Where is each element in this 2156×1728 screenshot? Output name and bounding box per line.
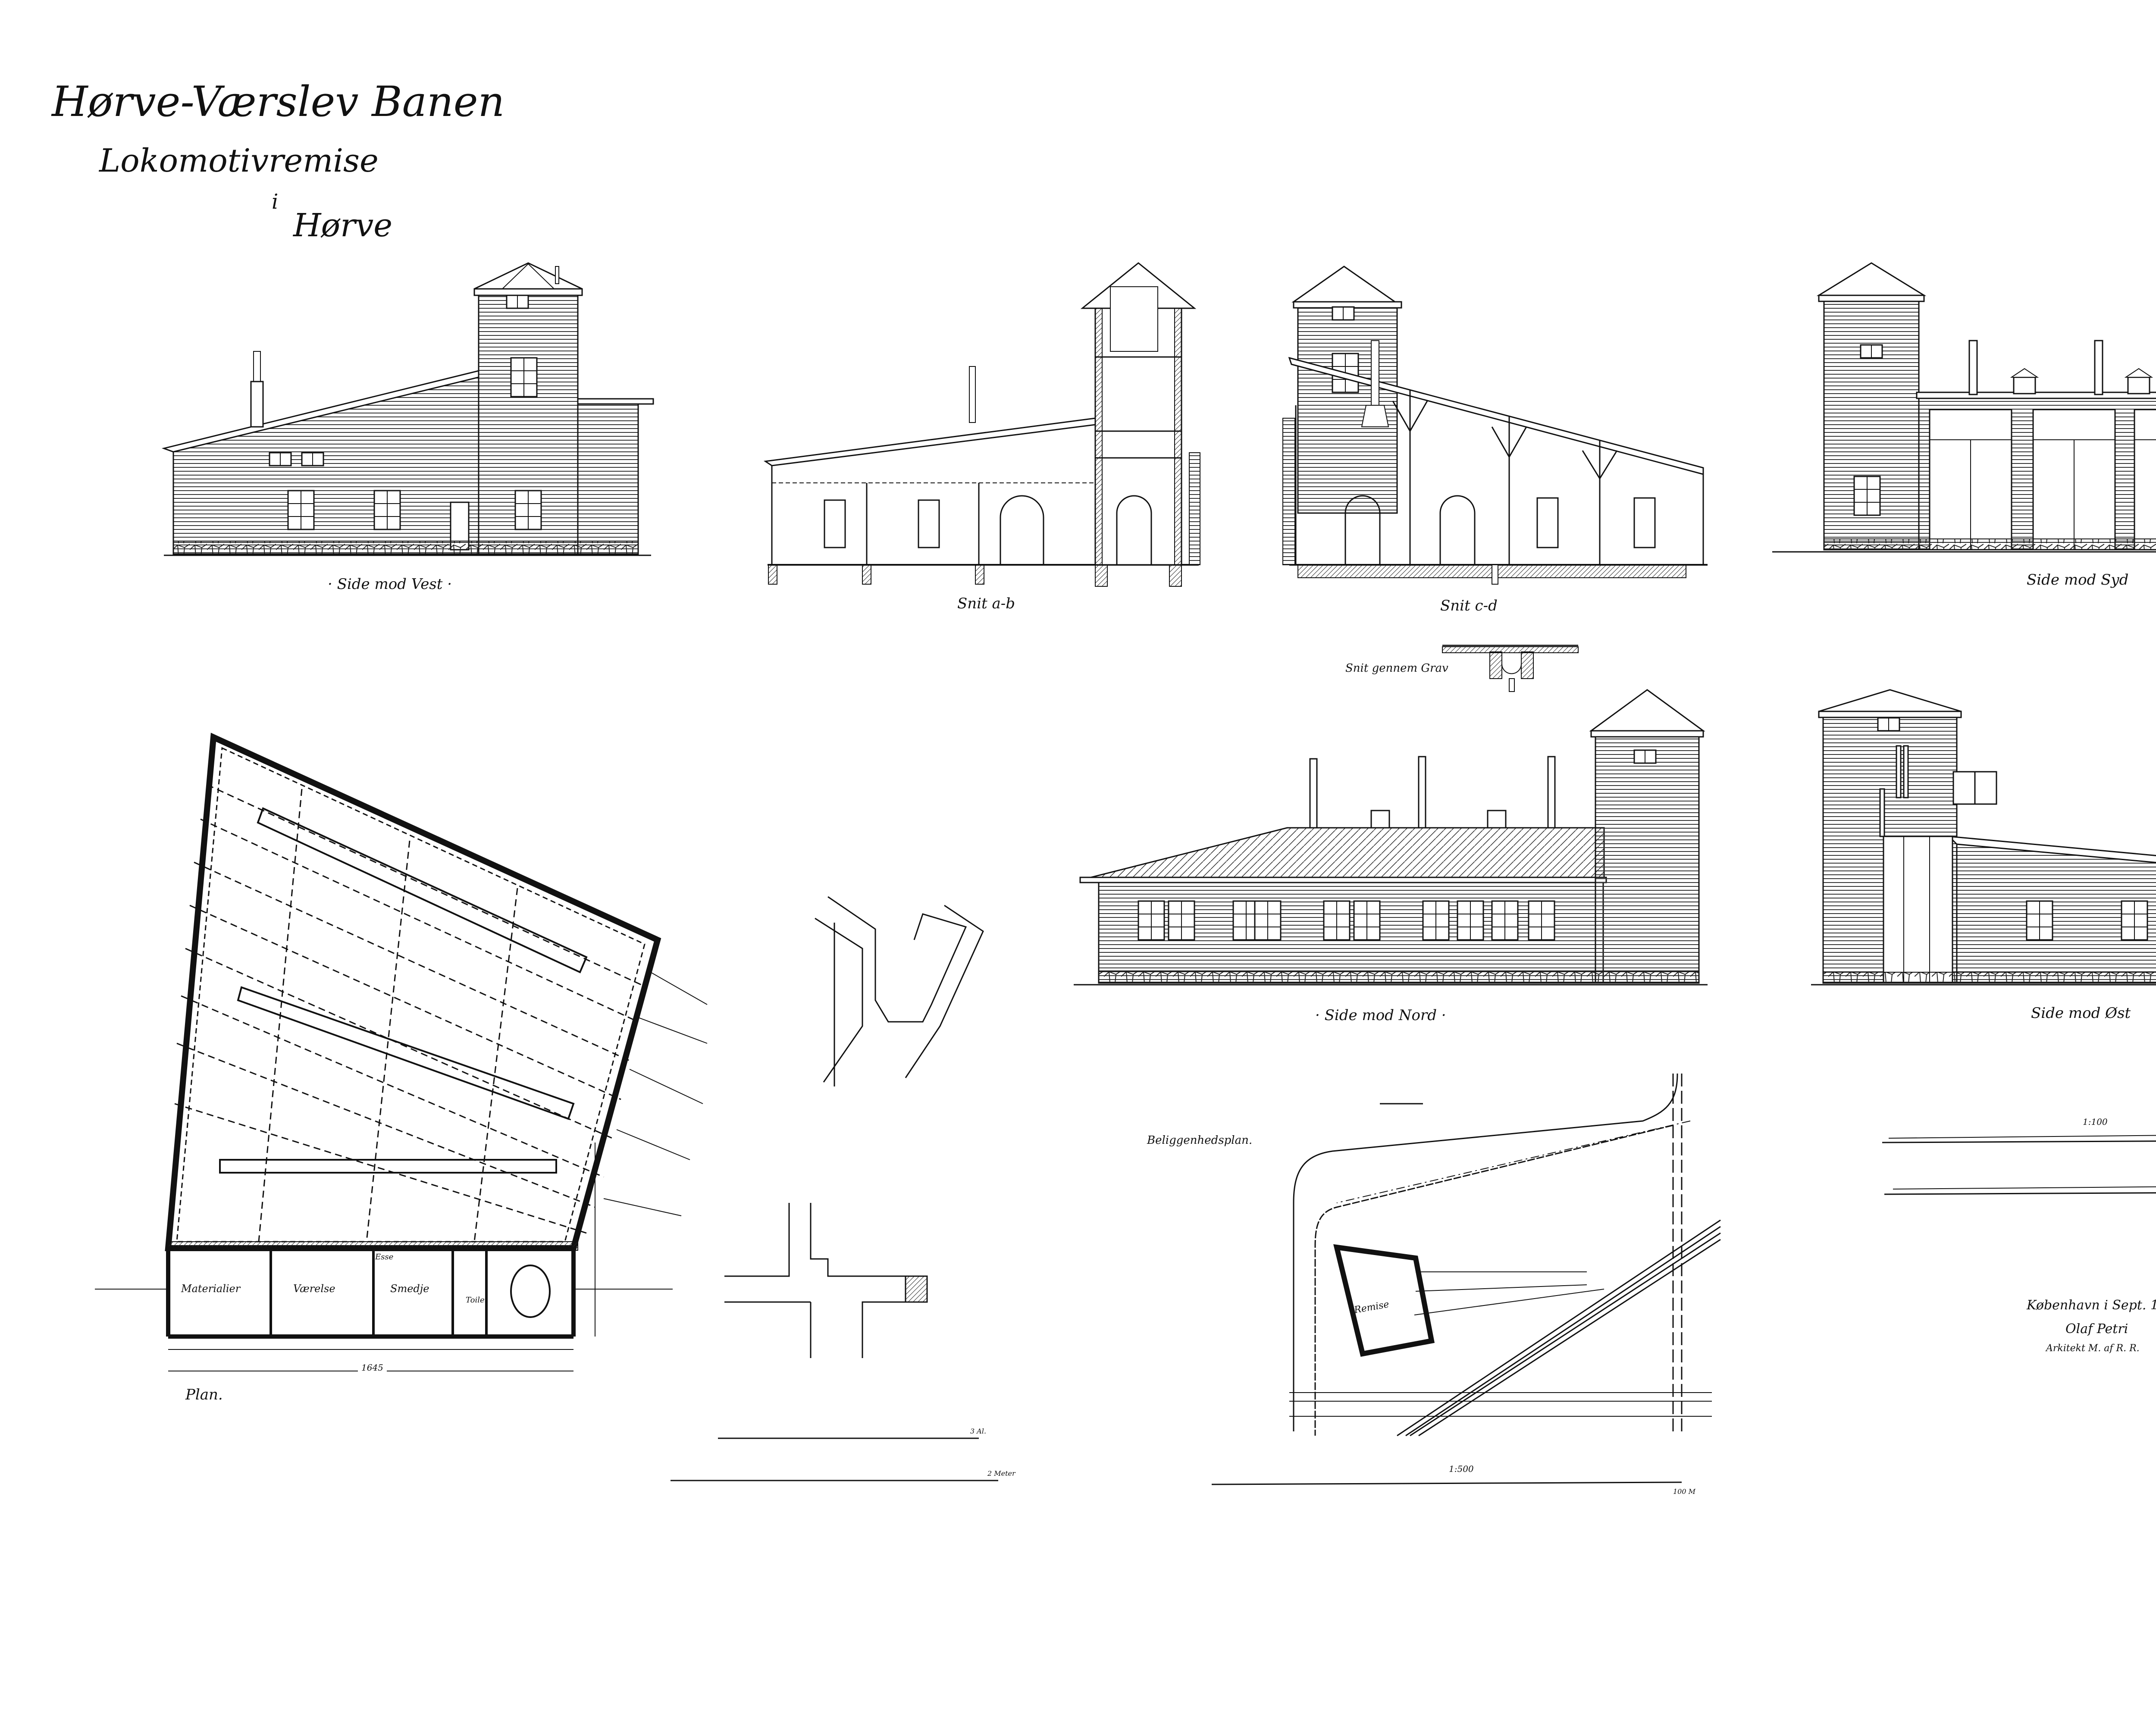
plan-total-dimension: 1645 xyxy=(358,1362,387,1373)
wall-detail-drawing xyxy=(815,896,984,1086)
west-elevation-drawing xyxy=(161,262,654,556)
scale-bar-1-500 xyxy=(1211,1481,1682,1485)
detail-scale-alen-end: 3 Al. xyxy=(970,1427,987,1435)
detail-scale-meter-end: 2 Meter xyxy=(987,1469,1015,1478)
scale-bar-detail xyxy=(671,1437,998,1481)
sheet-preposition: i xyxy=(272,190,279,214)
signature-title: Arkitekt M. af R. R. xyxy=(2046,1343,2140,1354)
caption-pit-section: Snit gennem Grav xyxy=(1345,662,1448,675)
floor-plan-drawing xyxy=(95,733,708,1371)
plan-room-materials: Materialier xyxy=(181,1283,241,1295)
caption-east-elevation: Side mod Øst xyxy=(2031,1005,2131,1022)
scale-1-100-label: 1:100 xyxy=(2083,1117,2108,1127)
pit-section-drawing xyxy=(1442,645,1579,692)
caption-section-cd: Snit c-d xyxy=(1440,597,1498,614)
caption-section-ab: Snit a-b xyxy=(957,595,1015,612)
site-plan-drawing xyxy=(1289,1073,1721,1437)
sheet-location: Hørve xyxy=(293,207,393,244)
scale-bar-1-100 xyxy=(1882,1135,2156,1195)
plan-room-toilet: Toilet xyxy=(466,1296,488,1305)
plan-room-smithy: Smedje xyxy=(390,1283,429,1295)
plan-room-office: Værelse xyxy=(293,1283,335,1295)
sheet-subtitle: Lokomotivremise xyxy=(99,142,379,179)
sheet-title: Hørve-Værslev Banen xyxy=(52,78,505,126)
scale-1-500-label: 1:500 xyxy=(1449,1464,1474,1474)
caption-site-plan: Beliggenhedsplan. xyxy=(1147,1134,1253,1147)
plan-room-forge: Esse xyxy=(375,1252,394,1262)
section-cd-drawing xyxy=(1282,266,1708,585)
section-ab-drawing xyxy=(763,262,1200,587)
caption-north-elevation: · Side mod Nord · xyxy=(1315,1007,1446,1024)
caption-south-elevation: Side mod Syd xyxy=(2027,571,2129,589)
south-elevation-drawing xyxy=(1772,262,2156,553)
caption-west-elevation: · Side mod Vest · xyxy=(328,576,452,593)
north-elevation-drawing xyxy=(1074,689,1708,986)
wall-corner-detail-drawing xyxy=(724,1203,928,1358)
scale-1-500-end: 100 M xyxy=(1673,1487,1696,1496)
east-elevation-drawing xyxy=(1811,689,2156,986)
signature-place-date: København i Sept. 1916. xyxy=(2027,1298,2156,1313)
caption-plan: Plan. xyxy=(185,1386,223,1403)
signature-name: Olaf Petri xyxy=(2065,1321,2128,1337)
